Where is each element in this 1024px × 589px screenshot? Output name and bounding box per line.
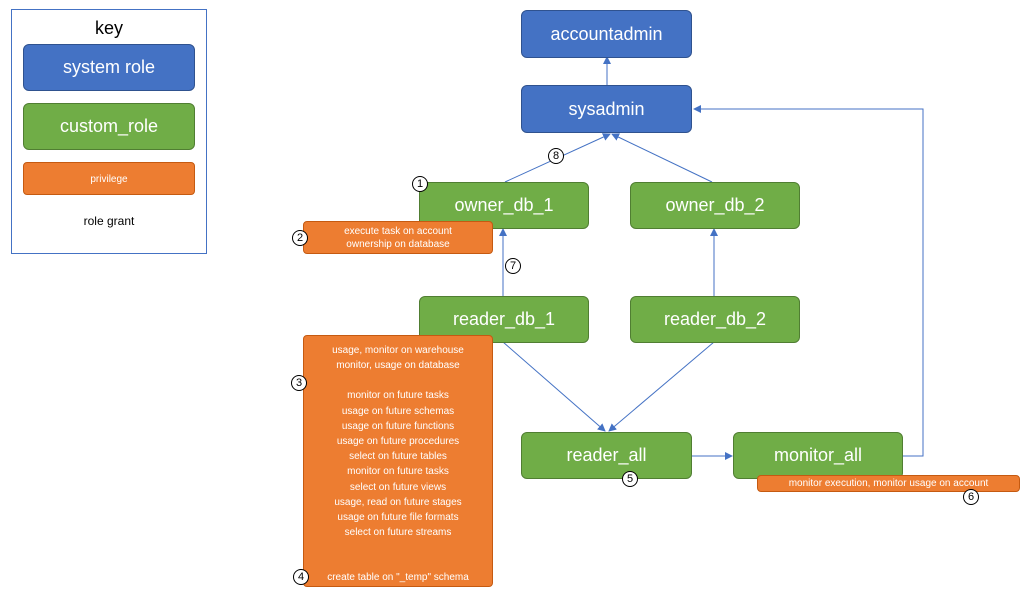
privilege-line: ownership on database: [346, 239, 450, 250]
privilege-line: [304, 373, 492, 388]
legend-system-role: system role: [23, 44, 195, 91]
privilege-owner-db-1: execute task on account ownership on dat…: [303, 221, 493, 254]
badge-3: 3: [291, 375, 307, 391]
privilege-line: select on future streams: [344, 527, 452, 539]
arrow-reader-db-1-to-reader-all: [502, 341, 606, 432]
role-reader-db-2: reader_db_2: [630, 296, 800, 343]
arrow-owner-db-2-to-sysadmin: [611, 133, 713, 183]
privilege-line: select on future views: [349, 481, 447, 493]
badge-1: 1: [412, 176, 428, 192]
legend-custom-role: custom_role: [23, 103, 195, 150]
badge-7: 7: [505, 258, 521, 274]
legend-box: key system role custom_role privilege ro…: [11, 9, 207, 254]
privilege-line: monitor on future tasks: [347, 390, 449, 402]
arrow-monitor-all-to-sysadmin: [693, 105, 924, 457]
privilege-reader-db-1: usage, monitor on warehouse monitor, usa…: [303, 335, 493, 587]
badge-2: 2: [292, 230, 308, 246]
badge-5: 5: [622, 471, 638, 487]
role-owner-db-1: owner_db_1: [419, 182, 589, 229]
privilege-monitor-all: monitor execution, monitor usage on acco…: [757, 475, 1020, 492]
role-owner-db-2: owner_db_2: [630, 182, 800, 229]
privilege-line: usage, monitor on warehouse: [332, 345, 464, 356]
privilege-line: select on future tables: [349, 451, 447, 463]
role-reader-all: reader_all: [521, 432, 692, 479]
legend-privilege: privilege: [23, 162, 195, 195]
privilege-line: usage on future functions: [341, 420, 455, 432]
badge-8: 8: [548, 148, 564, 164]
privilege-line: monitor on future tasks: [347, 466, 449, 478]
privilege-line: usage, read on future stages: [334, 496, 462, 508]
privilege-line: monitor, usage on database: [336, 360, 460, 372]
privilege-temp-schema: create table on "_temp" schema: [327, 572, 469, 583]
badge-6: 6: [963, 489, 979, 505]
privilege-line: usage on future file formats: [337, 512, 459, 524]
badge-4: 4: [293, 569, 309, 585]
role-accountadmin: accountadmin: [521, 10, 692, 58]
privilege-line: usage on future schemas: [341, 405, 455, 417]
privilege-line: usage on future procedures: [336, 436, 460, 448]
privilege-line: execute task on account: [344, 226, 452, 237]
arrow-reader-db-2-to-reader-all: [608, 341, 715, 432]
role-sysadmin: sysadmin: [521, 85, 692, 133]
legend-title: key: [94, 18, 123, 38]
legend-role-grant-label: role grant: [83, 214, 135, 228]
role-monitor-all: monitor_all: [733, 432, 903, 479]
